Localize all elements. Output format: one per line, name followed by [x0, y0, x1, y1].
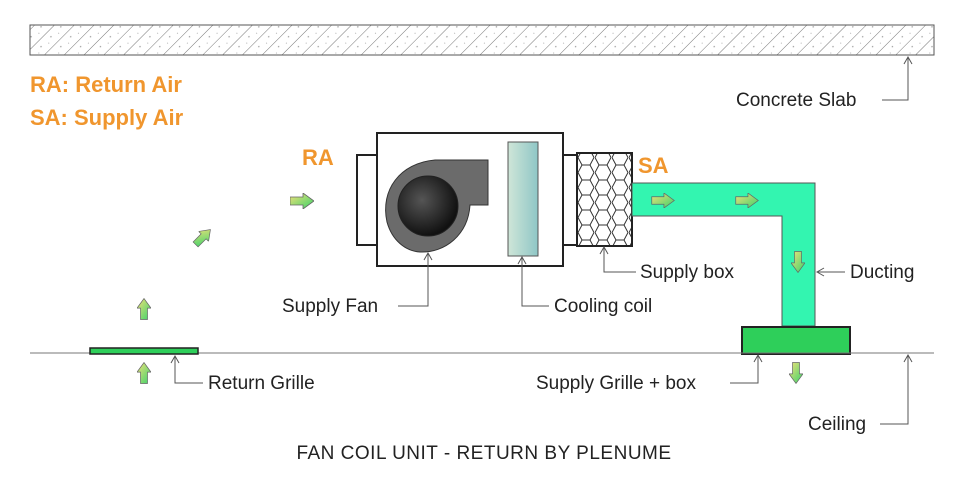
return-grille-leader [174, 357, 203, 384]
supply-air-arrow-into-room [789, 362, 803, 384]
return-grille [89, 347, 199, 355]
concrete-slab-leader [882, 58, 909, 101]
supply-fan-wheel [397, 175, 459, 237]
legend-return-air: RA: Return Air [30, 72, 182, 97]
legend-supply-air: SA: Supply Air [30, 105, 184, 130]
return-air-arrow-below-grille [137, 362, 151, 384]
supply-box [576, 152, 633, 247]
return-air-arrow-diagonal [190, 224, 216, 250]
supply-box-label: Supply box [640, 262, 735, 283]
fcu-side-flange-right [562, 154, 578, 246]
return-air-arrow-rising [137, 298, 151, 320]
supply-fan-label: Supply Fan [282, 296, 378, 317]
cooling-coil-label: Cooling coil [554, 296, 652, 317]
supply-grille-box [741, 326, 851, 355]
ceiling-label: Ceiling [808, 414, 866, 435]
concrete-slab [29, 24, 935, 56]
supply-air-flow-label: SA [638, 153, 669, 178]
return-air-flow-label: RA [302, 145, 334, 170]
supply-box-leader [603, 248, 636, 273]
ducting-label: Ducting [850, 262, 914, 283]
ceiling-leader [880, 356, 909, 425]
supply-grille-box-label: Supply Grille + box [536, 373, 696, 394]
cooling-coil [507, 141, 539, 257]
fcu-side-flange-left [356, 154, 378, 246]
cooling-coil-leader [521, 258, 549, 307]
return-grille-label: Return Grille [208, 373, 315, 394]
supply-fan-leader [398, 254, 429, 307]
return-air-arrow-into-unit [290, 193, 314, 209]
concrete-slab-label: Concrete Slab [736, 90, 856, 111]
supply-grille-box-leader [730, 356, 759, 384]
diagram-title: FAN COIL UNIT - RETURN BY PLENUME [296, 443, 671, 464]
